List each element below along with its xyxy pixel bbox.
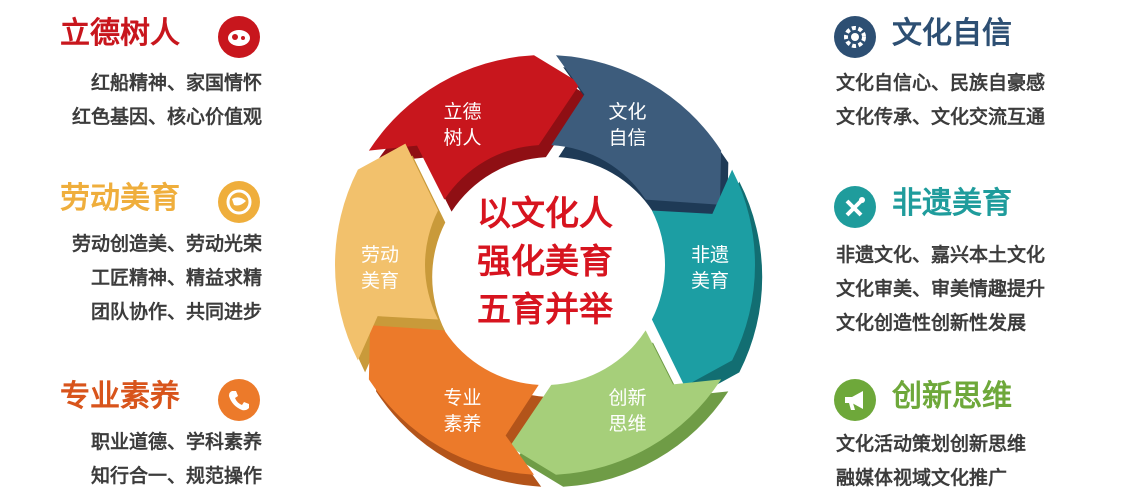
block-title: 创新思维 bbox=[892, 379, 1012, 414]
cycle-segment-label-2: 自信 bbox=[608, 127, 646, 149]
cycle-segment-label-1: 创新 bbox=[608, 387, 646, 409]
phone-icon bbox=[218, 379, 260, 421]
cycle-segment bbox=[651, 169, 755, 387]
block-title: 劳动美育 bbox=[60, 181, 180, 216]
cycle-segment-label-2: 美育 bbox=[361, 270, 399, 292]
left-block-3: 专业素养 职业道德、学科素养 知行合一、规范操作 bbox=[20, 373, 270, 498]
cycle-segment-label-2: 素养 bbox=[443, 413, 481, 435]
block-line: 职业道德、学科素养 bbox=[90, 431, 262, 453]
block-line: 文化自信心、民族自豪感 bbox=[836, 72, 1046, 94]
cycle-segment-label-1: 劳动 bbox=[361, 244, 399, 266]
block-line: 工匠精神、精益求精 bbox=[90, 267, 262, 289]
block-line: 非遗文化、嘉兴本土文化 bbox=[836, 244, 1046, 266]
cycle-segment bbox=[335, 143, 439, 361]
block-line: 劳动创造美、劳动光荣 bbox=[71, 233, 262, 255]
gear-icon bbox=[834, 16, 876, 58]
block-line: 融媒体视域文化推广 bbox=[836, 467, 1008, 489]
block-line: 文化传承、文化交流互通 bbox=[836, 106, 1046, 128]
globe-hands-icon bbox=[218, 181, 260, 223]
block-title: 非遗美育 bbox=[892, 186, 1012, 221]
cycle-segment-label-2: 美育 bbox=[691, 270, 729, 292]
megaphone-icon bbox=[834, 379, 876, 421]
block-line: 文化创造性创新性发展 bbox=[836, 312, 1027, 334]
cycle-segment bbox=[509, 330, 722, 475]
center-line-3: 五育并举 bbox=[477, 290, 614, 330]
block-line: 红色基因、核心价值观 bbox=[71, 106, 262, 128]
cycle-segment-label-1: 文化 bbox=[608, 101, 646, 123]
left-block-2: 劳动美育 劳动创造美、劳动光荣 工匠精神、精益求精 团队协作、共同进步 bbox=[20, 175, 270, 335]
cycle-segment-label-2: 树人 bbox=[443, 127, 481, 149]
block-line: 团队协作、共同进步 bbox=[90, 301, 262, 323]
center-line-2: 强化美育 bbox=[477, 242, 613, 282]
tools-icon bbox=[834, 186, 876, 228]
block-line: 文化活动策划创新思维 bbox=[836, 433, 1027, 455]
block-title: 文化自信 bbox=[892, 16, 1012, 51]
cycle-segment-label-1: 立德 bbox=[443, 101, 481, 123]
cycle-segment-label-1: 专业 bbox=[443, 387, 481, 409]
block-line: 文化审美、审美情趣提升 bbox=[836, 278, 1046, 300]
cycle-segment-label-1: 非遗 bbox=[691, 244, 729, 266]
block-title: 立德树人 bbox=[60, 16, 180, 51]
cycle-segment bbox=[368, 55, 581, 200]
cycle-segment bbox=[551, 55, 722, 205]
center-label: 以文化人 强化美育 五育并举 bbox=[477, 194, 614, 330]
block-title: 专业素养 bbox=[60, 379, 180, 414]
right-block-3: 创新思维 文化活动策划创新思维 融媒体视域文化推广 bbox=[832, 373, 1122, 498]
cycle-segment bbox=[368, 325, 539, 475]
left-block-1: 立德树人 红船精神、家国情怀 红色基因、核心价值观 bbox=[20, 10, 270, 140]
block-line: 知行合一、规范操作 bbox=[90, 465, 262, 487]
right-block-1: 文化自信 文化自信心、民族自豪感 文化传承、文化交流互通 bbox=[832, 10, 1122, 140]
brain-icon bbox=[218, 16, 260, 58]
center-line-1: 以文化人 bbox=[477, 194, 613, 234]
block-line: 红船精神、家国情怀 bbox=[90, 72, 262, 94]
right-block-2: 非遗美育 非遗文化、嘉兴本土文化 文化审美、审美情趣提升 文化创造性创新性发展 bbox=[832, 180, 1122, 340]
cycle-segment-label-2: 思维 bbox=[608, 413, 646, 435]
